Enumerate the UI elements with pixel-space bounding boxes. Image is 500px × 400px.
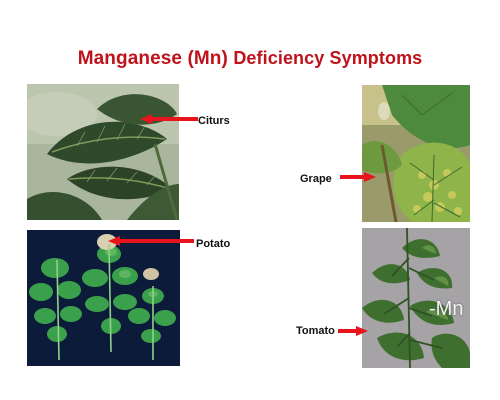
slide-title-part1: Manganese (Mn) [77, 48, 228, 69]
potato-label: Potato [196, 238, 231, 250]
citrus-label: Citurs [198, 115, 230, 127]
tomato-leaf-photo [362, 228, 470, 368]
slide-title: Manganese (Mn) Deficiency Symptoms [0, 48, 500, 70]
grape-label: Grape [300, 173, 332, 185]
slide-title-part2: Deficiency Symptoms [233, 48, 423, 68]
grape-arrow [340, 172, 376, 182]
tomato-label: Tomato [296, 325, 335, 337]
potato-leaf-photo [27, 230, 180, 366]
tomato-photo-mn-text: -Mn [429, 298, 464, 320]
citrus-leaf-photo [27, 84, 179, 220]
tomato-arrow [338, 326, 368, 336]
potato-arrow [108, 236, 194, 246]
grape-leaf-photo [362, 85, 470, 222]
citrus-arrow [140, 114, 198, 124]
